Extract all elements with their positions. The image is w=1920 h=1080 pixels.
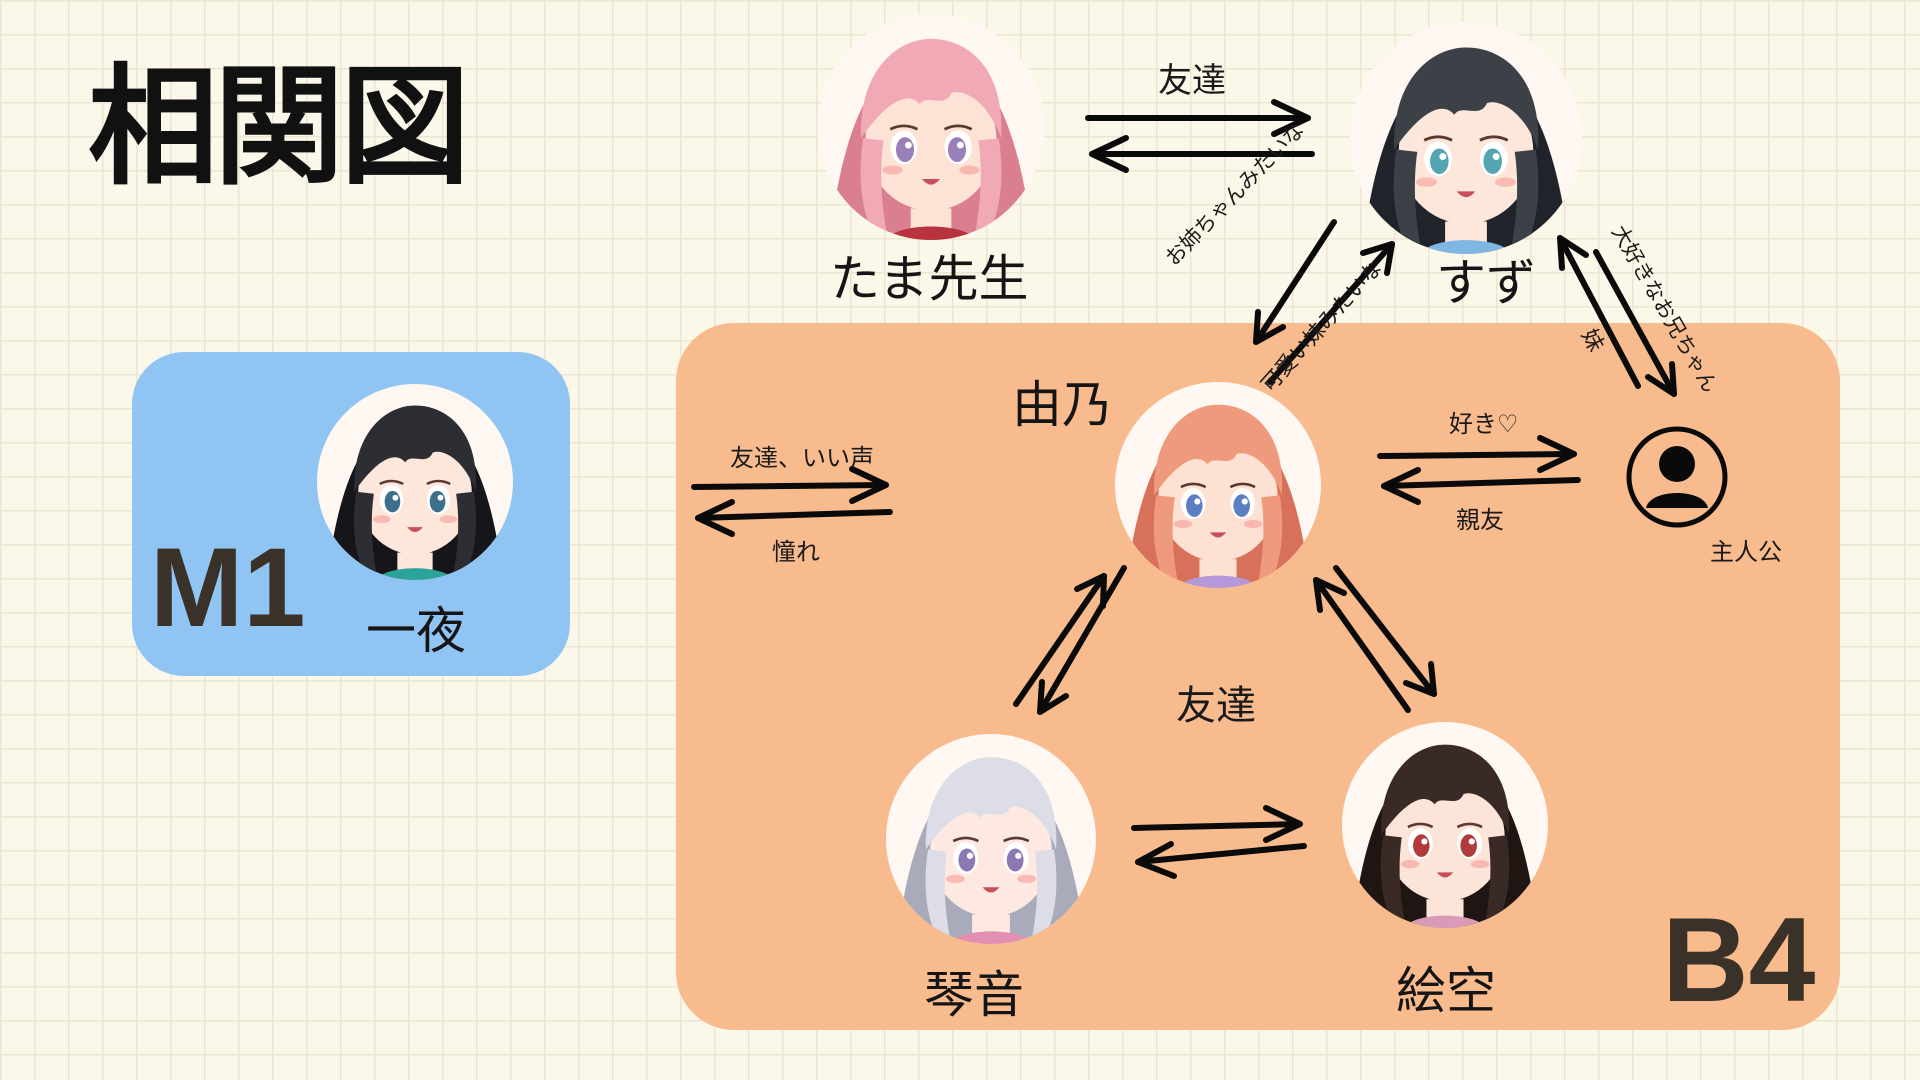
avatar-tama <box>818 14 1044 240</box>
page-title: 相関図 <box>88 51 470 203</box>
name-suzu: すず <box>1436 254 1536 312</box>
name-protagonist: 主人公 <box>1710 538 1782 566</box>
name-tama: たま先生 <box>830 250 1029 308</box>
relation-label-yuno-to-protag: 好き♡ <box>1449 410 1519 438</box>
name-yuno: 由乃 <box>1012 376 1112 434</box>
relation-label-yuno-to-kazuya: 憧れ <box>772 538 820 566</box>
portrait-illustration <box>317 384 513 580</box>
portrait-illustration <box>886 734 1096 944</box>
avatar-suzu <box>1350 22 1582 254</box>
arrow-tama-to-suzu <box>1085 99 1311 137</box>
avatar-esora <box>1342 722 1548 928</box>
group-m1-label: M1 <box>150 525 306 650</box>
avatar-yuno <box>1115 382 1321 588</box>
avatar-kazuya <box>317 384 513 580</box>
relation-label-protag-to-yuno: 親友 <box>1456 506 1504 534</box>
portrait-illustration <box>1115 382 1321 588</box>
relation-label-kazuya-to-yuno: 友達、いい声 <box>730 444 874 472</box>
name-esora: 絵空 <box>1396 962 1496 1020</box>
portrait-illustration <box>818 14 1044 240</box>
relation-label-b4-friends: 友達 <box>1176 683 1256 729</box>
avatar-kotone <box>886 734 1096 944</box>
user-silhouette-icon <box>1622 422 1732 532</box>
portrait-illustration <box>1342 722 1548 928</box>
portrait-illustration <box>1350 22 1582 254</box>
relation-label-yuno-to-suzu: お姉ちゃんみたいな <box>1160 117 1310 271</box>
group-b4-label: B4 <box>1662 893 1816 1027</box>
relation-label-tama-suzu: 友達 <box>1158 61 1226 101</box>
name-kazuya: 一夜 <box>366 602 466 660</box>
name-kotone: 琴音 <box>924 966 1024 1024</box>
